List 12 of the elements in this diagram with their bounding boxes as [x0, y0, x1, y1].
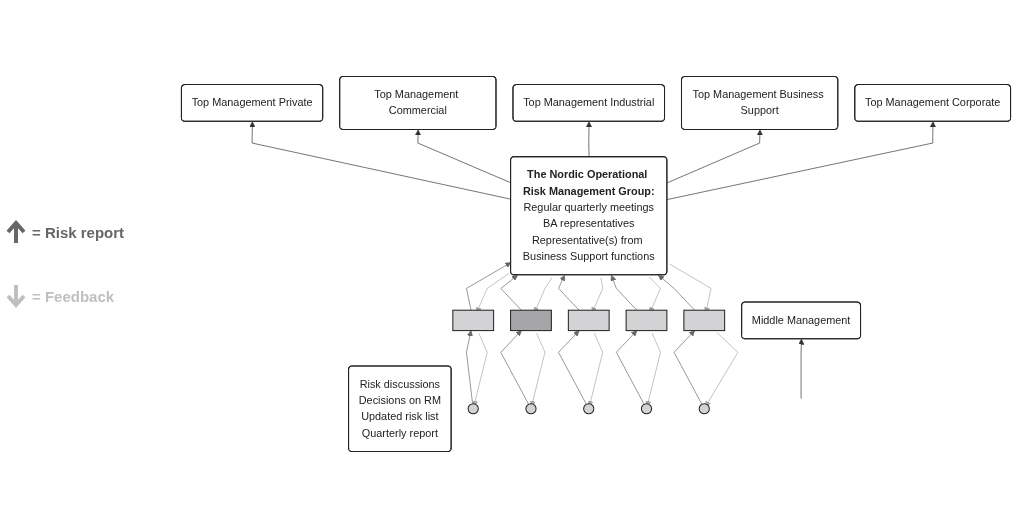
node-box — [625, 309, 668, 332]
node-box — [683, 309, 726, 332]
node-circle — [583, 403, 595, 415]
node-circle — [698, 403, 710, 415]
legend-text: = Feedback — [32, 287, 115, 305]
node-circle — [525, 403, 537, 415]
node-circle — [640, 403, 653, 415]
legend-text: = Risk report — [32, 223, 125, 241]
node-box — [452, 309, 495, 332]
node-box — [567, 309, 610, 332]
node-box — [510, 309, 552, 332]
node-circle — [467, 403, 479, 415]
